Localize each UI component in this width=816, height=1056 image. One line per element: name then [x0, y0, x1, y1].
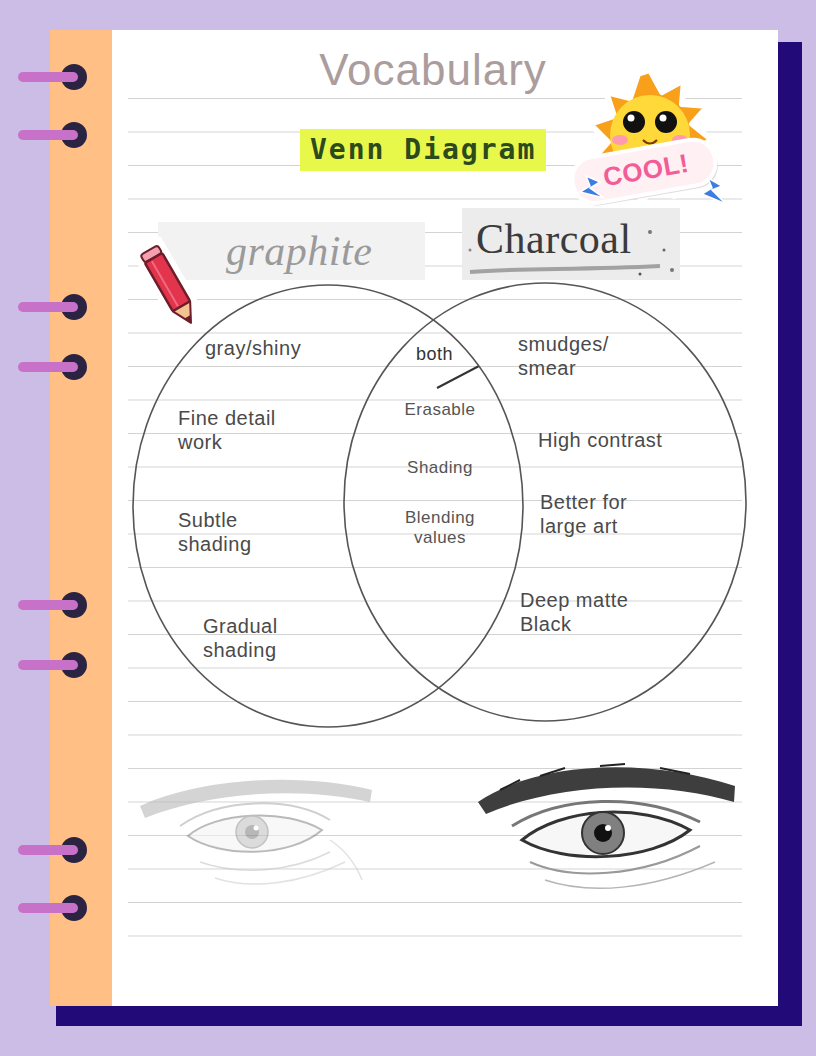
spiral-rings: [18, 64, 87, 921]
trait-text: Subtle shading: [178, 508, 278, 556]
charcoal-swatch: [462, 208, 680, 280]
sun-sticker: [569, 70, 726, 209]
shared-trait: Erasable: [380, 400, 500, 420]
trait-text: gray/shiny: [205, 336, 355, 360]
shared-trait: Shading: [380, 458, 500, 478]
venn-overlap: bothErasableShadingBlending values: [380, 340, 500, 580]
venn-circle: Charcoalsmudges/ smearHigh contrastBette…: [343, 282, 747, 722]
circle-outline: [344, 283, 746, 721]
subtitle-highlight: Venn Diagram: [300, 129, 546, 171]
trait-text: smudges/ smear: [518, 332, 618, 380]
graphite-eye: [140, 780, 372, 884]
charcoal-eye: [478, 764, 735, 888]
divider-stroke: [437, 366, 479, 388]
trait-text: Fine detail work: [178, 406, 308, 454]
venn-circle: graphitegray/shinyFine detail workSubtle…: [132, 284, 524, 728]
circle-outline: [133, 285, 523, 727]
circle-heading: Charcoal: [476, 214, 676, 264]
trait-text: Better for large art: [540, 490, 660, 538]
trait-text: Gradual shading: [203, 614, 303, 662]
page-title: Vocabulary: [233, 44, 633, 97]
shared-trait: Blending values: [390, 508, 490, 549]
trait-text: High contrast: [538, 428, 708, 452]
pencil-sticker: [135, 240, 206, 335]
circle-outline: [132, 284, 524, 728]
sticker-word: COOL!: [601, 148, 691, 194]
circle-heading: graphite: [226, 226, 456, 276]
trait-text: Deep matte Black: [520, 588, 645, 636]
overlap-heading: both: [416, 344, 466, 366]
